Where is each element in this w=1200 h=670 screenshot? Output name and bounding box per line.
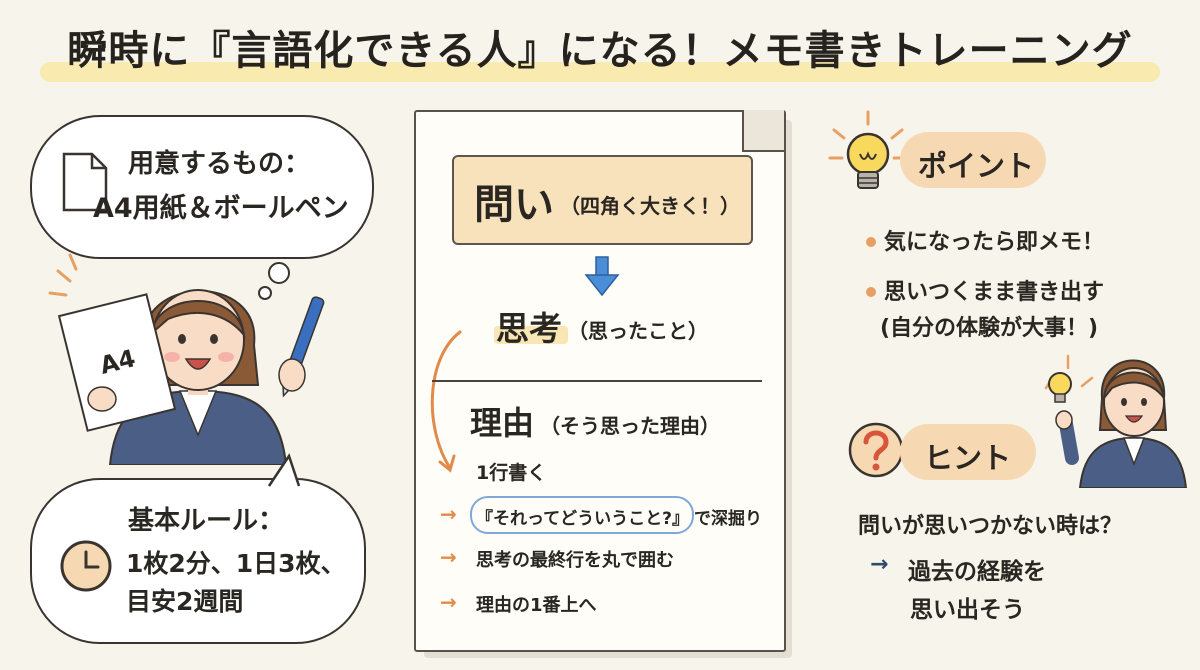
reason-note: （そう思った理由） <box>540 414 720 438</box>
woman-pointing-illustration <box>1044 354 1188 488</box>
point-item1: 気になったら即メモ！ <box>884 230 1105 255</box>
step4-arrow: → <box>440 590 457 614</box>
question-note: （四角く大きく！） <box>560 194 740 218</box>
question-label: 問い <box>474 182 554 228</box>
thought-note: （思ったこと） <box>568 319 708 343</box>
bubble-tail <box>267 453 301 487</box>
point-item2-line1: 思いつくまま書き出す <box>884 280 1105 305</box>
thought-dot-small <box>258 286 272 300</box>
hint-answer-line1: 過去の経験を <box>908 559 1046 585</box>
point-badge <box>900 132 1046 188</box>
arrow-down-icon <box>584 256 620 297</box>
rules-heading: 基本ルール： <box>128 506 285 536</box>
step2-quote: 『それってどういうこと?』 <box>476 509 690 529</box>
point-heading: ポイント <box>918 149 1035 183</box>
step3-arrow: → <box>440 545 457 569</box>
paper-corner-fold <box>742 110 784 152</box>
hint-question: 問いが思いつかない時は？ <box>858 514 1123 539</box>
hint-heading: ヒント <box>924 441 1012 475</box>
clock-icon <box>60 540 112 592</box>
hint-arrow: → <box>870 552 889 577</box>
step2-quote-circle <box>470 496 694 534</box>
point-item2-line2: (自分の体験が大事！) <box>880 316 1099 341</box>
step4-text: 理由の1番上へ <box>476 595 597 616</box>
step2-arrow: → <box>440 502 457 526</box>
hint-answer-line2: 思い出そう <box>910 597 1025 623</box>
step2-rest: で深掘り <box>694 509 762 529</box>
reason-label: 理由 <box>470 404 535 442</box>
title-highlight <box>40 62 1160 82</box>
curved-arrow <box>430 330 462 473</box>
prep-items: A4用紙＆ボールペン <box>93 193 349 224</box>
paper-divider <box>432 380 762 382</box>
rules-line2: 目安2週間 <box>126 587 244 616</box>
point-bullet-2 <box>866 287 876 297</box>
thought-label: 思考 <box>496 309 562 348</box>
point-bullet-1 <box>866 237 876 247</box>
lightbulb-icon <box>828 110 908 189</box>
step3-text: 思考の最終行を丸で囲む <box>476 550 674 571</box>
question-box <box>452 155 753 245</box>
woman-with-paper-illustration <box>48 253 325 465</box>
thought-dot-large <box>268 262 290 284</box>
document-icon <box>62 152 108 212</box>
step1-text: 1行書く <box>476 462 547 484</box>
hint-badge <box>900 424 1036 480</box>
thought-highlight <box>494 326 568 344</box>
prep-heading: 用意するもの： <box>128 149 311 179</box>
question-mark-icon <box>848 422 904 478</box>
rules-line1: 1枚2分、1日3枚、 <box>126 549 346 578</box>
page-title: 瞬時に『言語化できる人』になる！メモ書きトレーニング <box>67 28 1133 74</box>
